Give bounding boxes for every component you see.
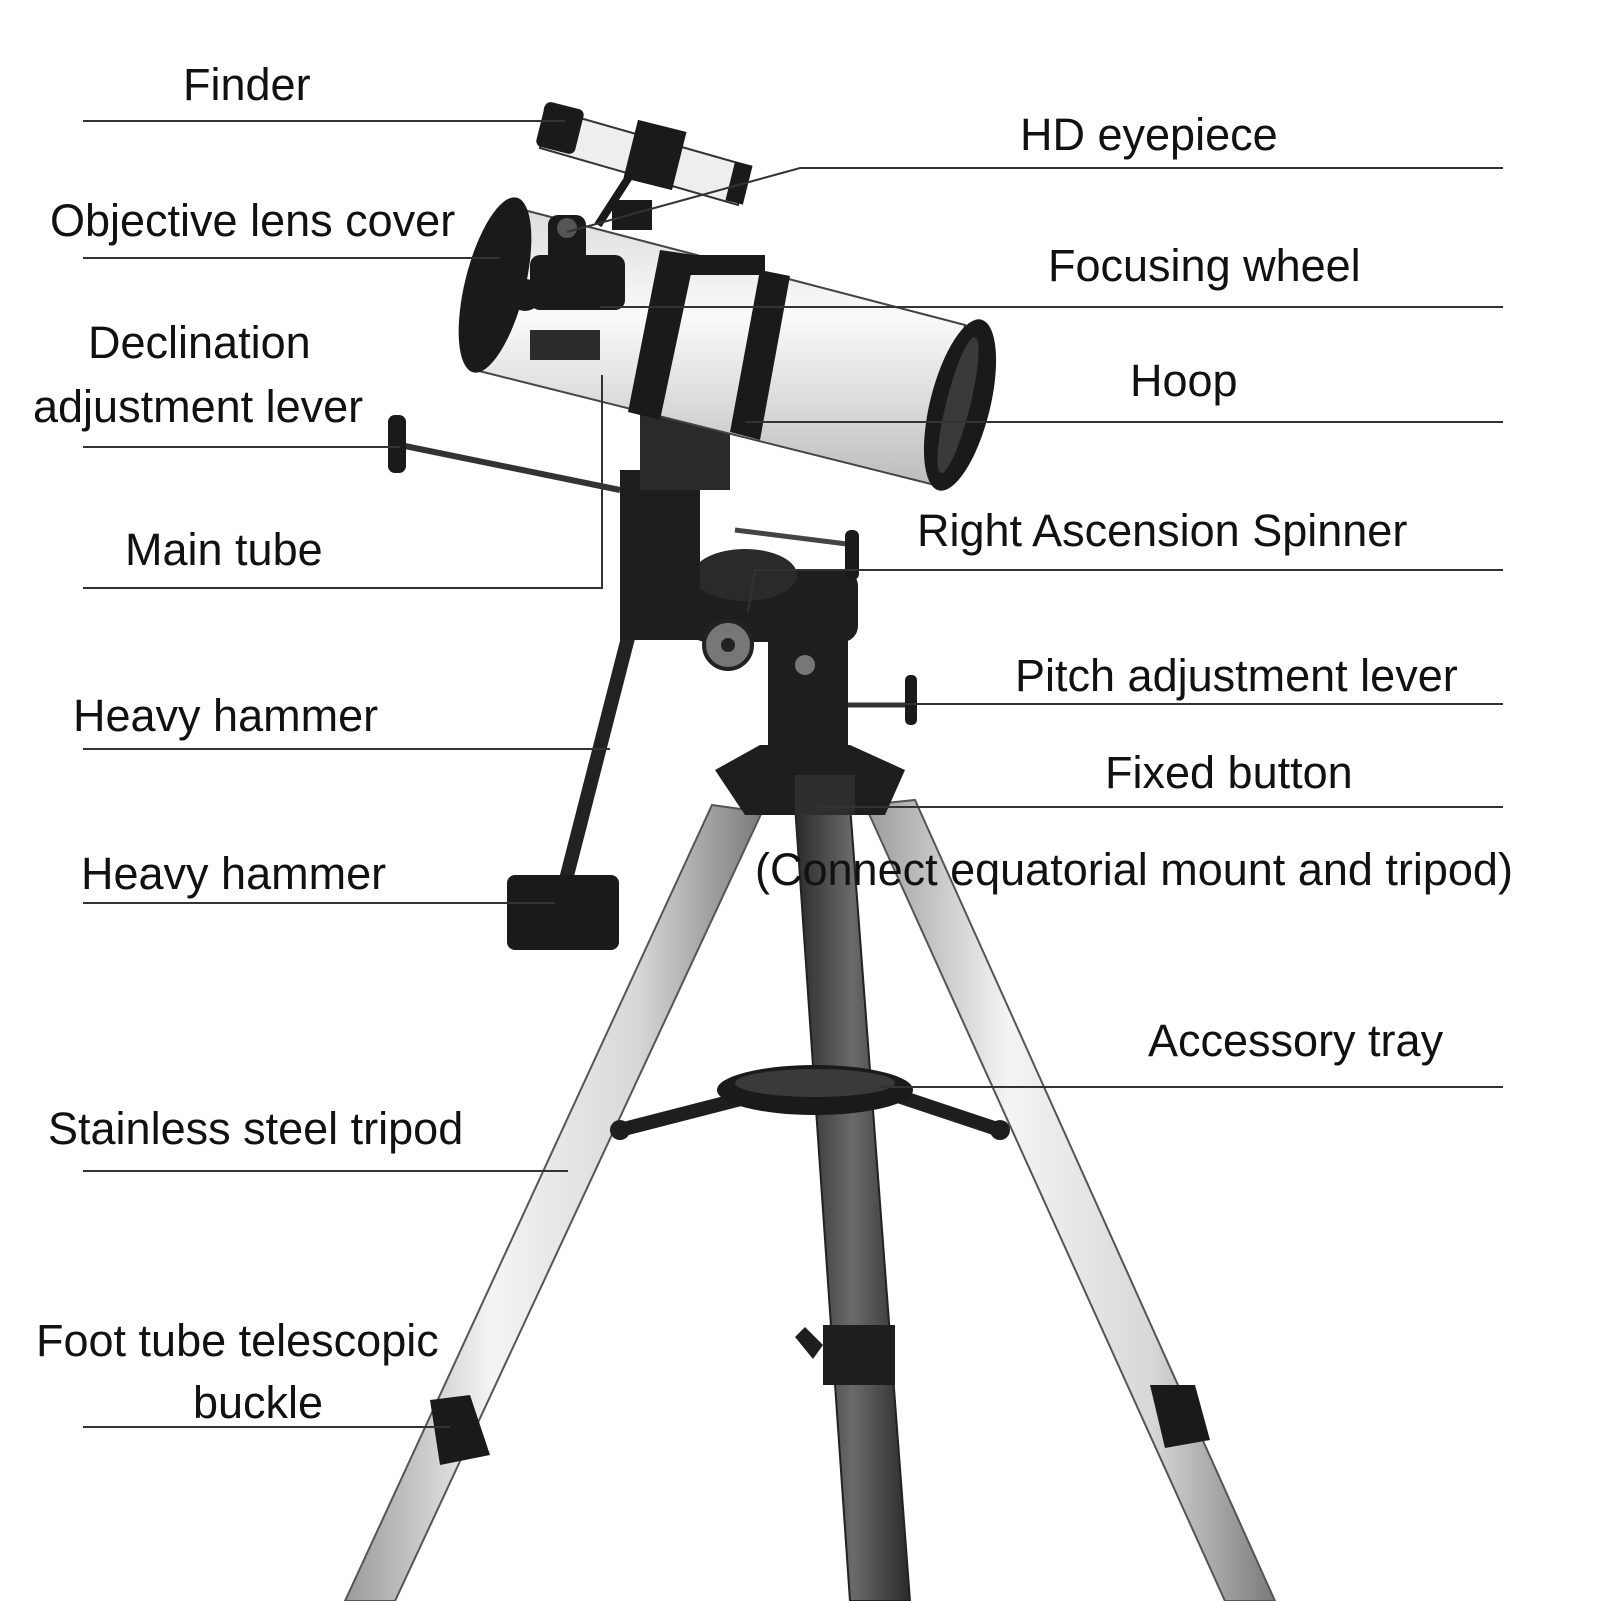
label-declination-line2: adjustment lever <box>33 381 364 432</box>
leader-hd-eyepiece <box>566 167 1503 233</box>
hoop-rear <box>730 270 790 440</box>
pitch-knob <box>905 675 917 725</box>
label-heavy-hammer-1: Heavy hammer <box>73 690 379 741</box>
label-heavy-hammer-2: Heavy hammer <box>81 848 387 899</box>
label-main-tube: Main tube <box>125 524 323 575</box>
label-stainless-steel-tripod: Stainless steel tripod <box>48 1103 464 1154</box>
fixed-button <box>795 775 855 815</box>
label-fixed-button: Fixed button <box>1105 747 1353 798</box>
tripod <box>343 798 1277 1601</box>
finder-scope <box>536 102 753 230</box>
label-foot-tube-line2: buckle <box>193 1377 324 1428</box>
label-finder: Finder <box>183 59 311 110</box>
hoop-front <box>628 250 695 420</box>
counterweight <box>507 875 619 950</box>
label-declination-line1: Declination <box>88 317 311 368</box>
foot-tube-buckle-right <box>1150 1385 1210 1448</box>
label-right-ascension-spinner: Right Ascension Spinner <box>917 505 1408 556</box>
leader-right-ascension <box>747 569 1503 613</box>
label-fixed-button-note: (Connect equatorial mount and tripod) <box>755 844 1513 895</box>
equatorial-mount <box>690 527 917 750</box>
label-foot-tube-line1: Foot tube telescopic <box>36 1315 439 1366</box>
leader-main-tube <box>83 375 603 589</box>
label-accessory-tray: Accessory tray <box>1148 1015 1444 1066</box>
center-leg-clamp <box>823 1325 895 1385</box>
accessory-tray-assembly <box>610 1065 1010 1140</box>
label-objective-lens-cover: Objective lens cover <box>50 195 456 246</box>
label-focusing-wheel: Focusing wheel <box>1048 240 1361 291</box>
focuser <box>509 215 625 311</box>
declination-knob <box>388 415 406 473</box>
label-hd-eyepiece: HD eyepiece <box>1020 109 1278 160</box>
declination-lever-rod <box>399 442 621 493</box>
label-pitch-adjustment-lever: Pitch adjustment lever <box>1015 650 1458 701</box>
objective-lens-cover <box>458 197 532 373</box>
counterweight-shaft <box>555 628 637 897</box>
wing-screw-icon <box>795 1327 823 1359</box>
declination-housing <box>620 470 700 640</box>
ra-knob <box>845 530 859 580</box>
focusing-wheel-knob <box>509 279 541 311</box>
foot-tube-buckle-left <box>430 1395 490 1465</box>
label-hoop: Hoop <box>1130 355 1238 406</box>
